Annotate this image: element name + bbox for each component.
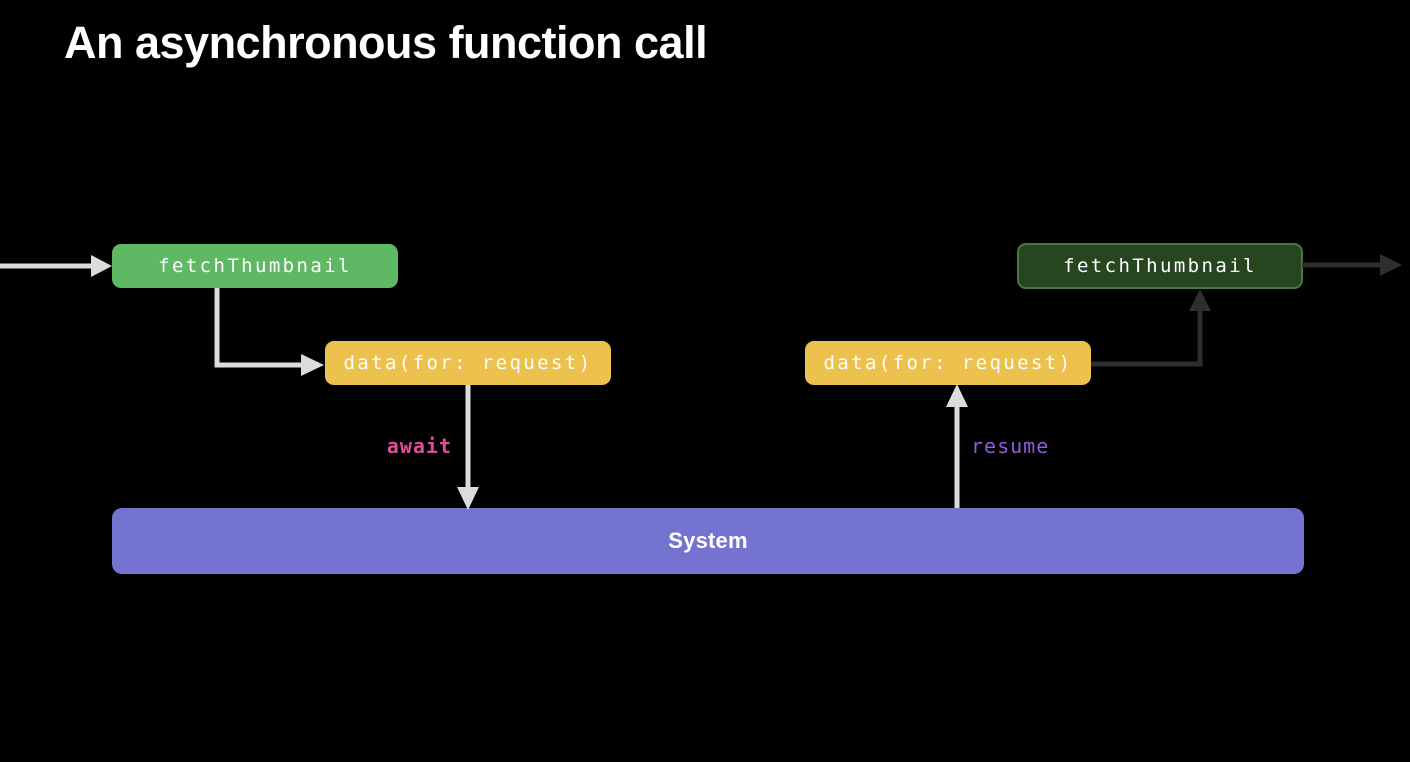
entry-arrow-icon — [0, 255, 112, 277]
node-data-for-request-return: data(for: request) — [805, 341, 1091, 385]
exit-arrow-icon — [1302, 254, 1402, 276]
resume-arrow-icon — [946, 384, 968, 508]
node-fetchthumbnail-start-label: fetchThumbnail — [158, 255, 352, 277]
resume-edge-label: resume — [971, 434, 1050, 458]
node-data-for-request-call-label: data(for: request) — [343, 352, 593, 374]
call-arrow-icon — [214, 288, 324, 376]
return-arrow-icon — [1091, 289, 1211, 367]
node-data-for-request-return-label: data(for: request) — [823, 352, 1073, 374]
await-arrow-icon — [457, 385, 479, 510]
node-system-bar: System — [112, 508, 1304, 574]
node-fetchthumbnail-end: fetchThumbnail — [1017, 243, 1303, 289]
await-edge-label: await — [386, 434, 452, 458]
node-fetchthumbnail-end-label: fetchThumbnail — [1063, 255, 1257, 277]
system-bar-label: System — [668, 528, 748, 553]
slide-title: An asynchronous function call — [64, 17, 708, 68]
node-fetchthumbnail-start: fetchThumbnail — [112, 244, 398, 288]
node-data-for-request-call: data(for: request) — [325, 341, 611, 385]
